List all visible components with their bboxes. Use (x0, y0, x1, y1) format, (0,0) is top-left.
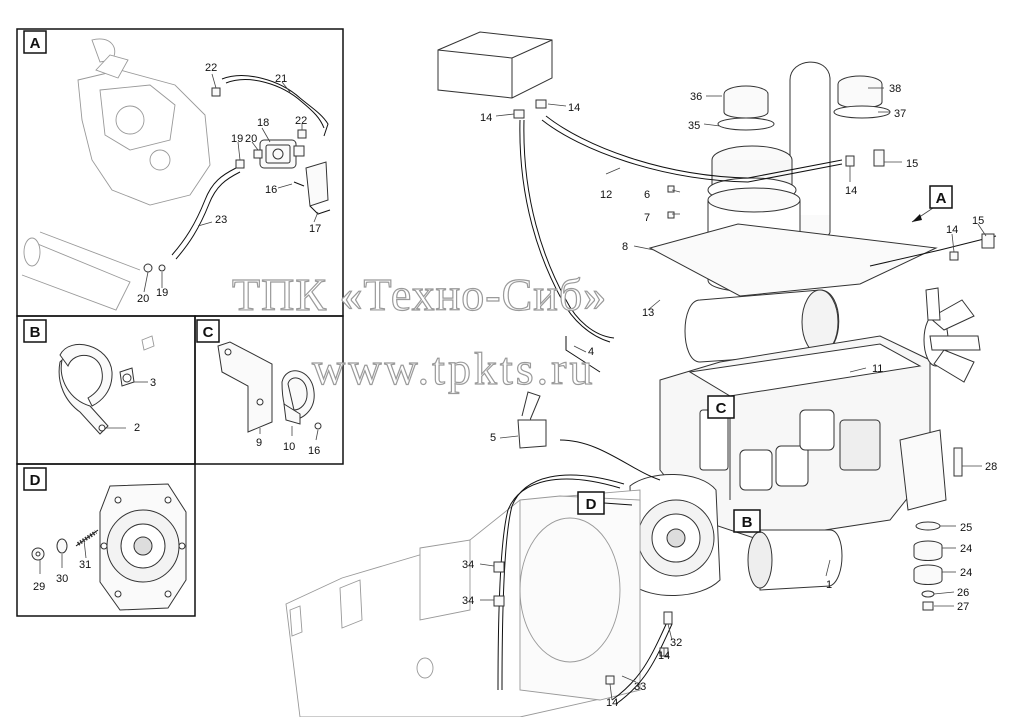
watermark-company: ТПК «Техно-Сиб» (232, 269, 607, 320)
part-number-label: 34 (462, 595, 474, 607)
view-d-label: D (30, 472, 41, 489)
part-number-label: 4 (588, 346, 594, 358)
part-number-label: 15 (906, 158, 918, 170)
part-number-label: 19 (156, 287, 168, 299)
part-number-label: 24 (960, 543, 972, 555)
part-number-label: 24 (960, 567, 972, 579)
part-number-label: 35 (688, 120, 700, 132)
part-number-label: 1 (826, 579, 832, 591)
inset-a-part-labels: 22 21 18 19 20 22 16 17 23 20 19 (137, 62, 321, 305)
part-number-label: 20 (245, 133, 257, 145)
view-b-label: B (30, 324, 41, 341)
part-number-label: 28 (985, 461, 997, 473)
part-number-label: 22 (205, 62, 217, 74)
part-number-label: 14 (658, 650, 670, 662)
part-number-label: 37 (894, 108, 906, 120)
part-number-label: 9 (256, 437, 262, 449)
part-number-label: 34 (462, 559, 474, 571)
main-assembly-drawing (285, 31, 997, 717)
part-number-label: 8 (622, 241, 628, 253)
view-a-label: A (30, 35, 41, 52)
part-number-label: 26 (957, 587, 969, 599)
inset-b-drawing (58, 335, 155, 435)
part-number-label: 6 (644, 189, 650, 201)
callout-c-label: C (716, 400, 727, 417)
callout-b-label: B (742, 514, 753, 531)
callout-a-label: A (936, 190, 947, 207)
part-number-label: 23 (215, 214, 227, 226)
part-number-label: 11 (872, 363, 883, 375)
part-number-label: 29 (33, 581, 45, 593)
main-part-labels: 14 14 36 38 37 35 15 14 12 6 7 8 14 15 1… (462, 83, 997, 709)
part-number-label: 20 (137, 293, 149, 305)
watermark-url: www.tpkts.ru (312, 343, 595, 394)
part-number-label: 30 (56, 573, 68, 585)
inset-c-drawing (217, 341, 322, 441)
inset-frames (16, 28, 344, 617)
part-number-label: 14 (845, 185, 857, 197)
part-number-label: 21 (275, 73, 287, 85)
callout-d-label: D (586, 496, 597, 513)
part-number-label: 31 (79, 559, 91, 571)
part-number-label: 18 (257, 117, 269, 129)
inset-c-part-labels: 9 10 16 (256, 437, 320, 457)
part-number-label: 14 (946, 224, 958, 236)
part-number-label: 38 (889, 83, 901, 95)
part-number-label: 7 (644, 212, 650, 224)
part-number-label: 22 (295, 115, 307, 127)
inset-b-part-labels: 3 2 (134, 377, 156, 434)
part-number-label: 25 (960, 522, 972, 534)
part-number-label: 17 (309, 223, 321, 235)
part-number-label: 36 (690, 91, 702, 103)
part-number-label: 14 (568, 102, 580, 114)
part-number-label: 14 (606, 697, 618, 709)
view-boxes: A B C D A C D B (23, 30, 953, 533)
part-number-label: 2 (134, 422, 140, 434)
part-number-label: 13 (642, 307, 654, 319)
part-number-label: 33 (634, 681, 646, 693)
part-number-label: 15 (972, 215, 984, 227)
inset-d-part-labels: 29 30 31 (33, 559, 91, 593)
part-number-label: 3 (150, 377, 156, 389)
view-c-label: C (203, 324, 214, 341)
part-number-label: 5 (490, 432, 496, 444)
part-number-label: 16 (308, 445, 320, 457)
part-number-label: 27 (957, 601, 969, 613)
inset-d-drawing (31, 483, 187, 611)
part-number-label: 32 (670, 637, 682, 649)
part-number-label: 10 (283, 441, 295, 453)
part-number-label: 14 (480, 112, 492, 124)
inset-a-drawing (21, 38, 331, 311)
part-number-label: 12 (600, 189, 612, 201)
part-number-label: 19 (231, 133, 243, 145)
part-number-label: 16 (265, 184, 277, 196)
